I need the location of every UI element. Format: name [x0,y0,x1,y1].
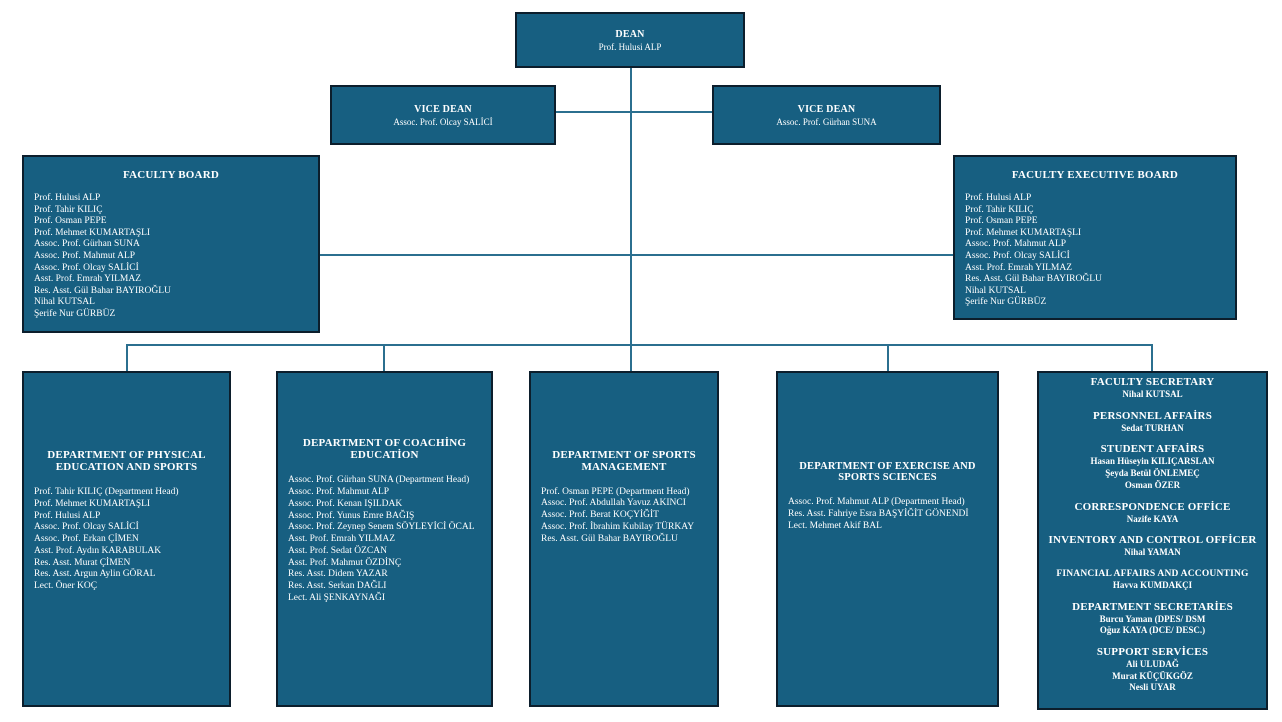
secretary-section-header: STUDENT AFFAİRS [1100,443,1205,456]
connector-drop-dept-physical [126,344,128,371]
faculty-executive-board-box: FACULTY EXECUTIVE BOARD Prof. Hulusi ALP… [953,155,1237,320]
secretary-section-names: Havva KUMDAKÇI [1112,579,1193,590]
secretary-section-header: DEPARTMENT SECRETARİES [1072,600,1233,613]
department-sports-management-box: DEPARTMENT OF SPORTS MANAGEMENT Prof. Os… [529,371,719,707]
secretary-section-names: Nazife KAYA [1126,513,1179,524]
department-title: DEPARTMENT OF COACHİNG EDUCATİON [302,437,467,462]
department-exercise-sports-sciences-box: DEPARTMENT OF EXERCISE AND SPORTS SCIENC… [776,371,999,707]
connector-drop-secretary [1151,344,1153,371]
department-physical-education-box: DEPARTMENT OF PHYSICAL EDUCATION AND SPO… [22,371,231,707]
secretary-section-header: SUPPORT SERVİCES [1096,646,1209,659]
connector-drop-dept-exercise [887,344,889,371]
connector-departments-rail [126,344,1153,346]
department-title: DEPARTMENT OF PHYSICAL EDUCATION AND SPO… [47,448,206,473]
secretary-section-header: FACULTY SECRETARY [1090,376,1215,388]
faculty-executive-board-members: Prof. Hulusi ALP Prof. Tahir KILIÇ Prof.… [965,193,1102,308]
vice-dean-right-title: VICE DEAN [797,103,856,115]
department-title: DEPARTMENT OF SPORTS MANAGEMENT [552,448,696,473]
secretary-section-names: Ali ULUDAĞ Murat KÜÇÜKGÖZ Nesli UYAR [1112,659,1193,693]
connector-drop-dept-coaching [383,344,385,371]
department-title: DEPARTMENT OF EXERCISE AND SPORTS SCIENC… [799,461,976,484]
vice-dean-right-name: Assoc. Prof. Gürhan SUNA [776,116,877,127]
department-members: Assoc. Prof. Mahmut ALP (Department Head… [788,497,969,531]
dean-title: DEAN [615,28,645,40]
faculty-board-members: Prof. Hulusi ALP Prof. Tahir KILIÇ Prof.… [34,193,171,319]
connector-dean-vertical [630,68,632,371]
secretary-section-names: Sedat TURHAN [1121,422,1184,433]
secretary-section-header: INVENTORY AND CONTROL OFFİCER [1048,534,1257,547]
secretary-section-names: Burcu Yaman (DPES/ DSM Oğuz KAYA (DCE/ D… [1099,613,1206,636]
faculty-board-box: FACULTY BOARD Prof. Hulusi ALP Prof. Tah… [22,155,320,333]
secretary-section-names: Nihal YAMAN [1124,547,1181,558]
vice-dean-left-box: VICE DEAN Assoc. Prof. Olcay SALİCİ [330,85,556,145]
department-members: Assoc. Prof. Gürhan SUNA (Department Hea… [288,475,475,604]
vice-dean-left-name: Assoc. Prof. Olcay SALİCİ [393,116,493,127]
secretary-section-header: FINANCIAL AFFAIRS AND ACCOUNTING [1056,568,1249,579]
faculty-board-title: FACULTY BOARD [122,169,219,181]
secretary-section-header: CORRESPONDENCE OFFİCE [1074,500,1231,513]
secretary-section-names: Hasan Hüseyin KILIÇARSLAN Şeyda Betül ÖN… [1090,456,1215,490]
faculty-executive-board-title: FACULTY EXECUTIVE BOARD [1011,169,1179,181]
secretary-section-header: PERSONNEL AFFAİRS [1092,409,1213,422]
department-members: Prof. Osman PEPE (Department Head) Assoc… [541,486,695,544]
vice-dean-left-title: VICE DEAN [414,103,472,115]
connector-boards-horizontal [320,254,953,256]
dean-box: DEAN Prof. Hulusi ALP [515,12,745,68]
department-members: Prof. Tahir KILIÇ (Department Head) Prof… [34,486,179,592]
secretary-section-names: Nihal KUTSAL [1122,389,1183,399]
vice-dean-right-box: VICE DEAN Assoc. Prof. Gürhan SUNA [712,85,941,145]
connector-vice-deans [556,111,712,113]
dean-name: Prof. Hulusi ALP [598,41,662,52]
department-coaching-education-box: DEPARTMENT OF COACHİNG EDUCATİON Assoc. … [276,371,493,707]
